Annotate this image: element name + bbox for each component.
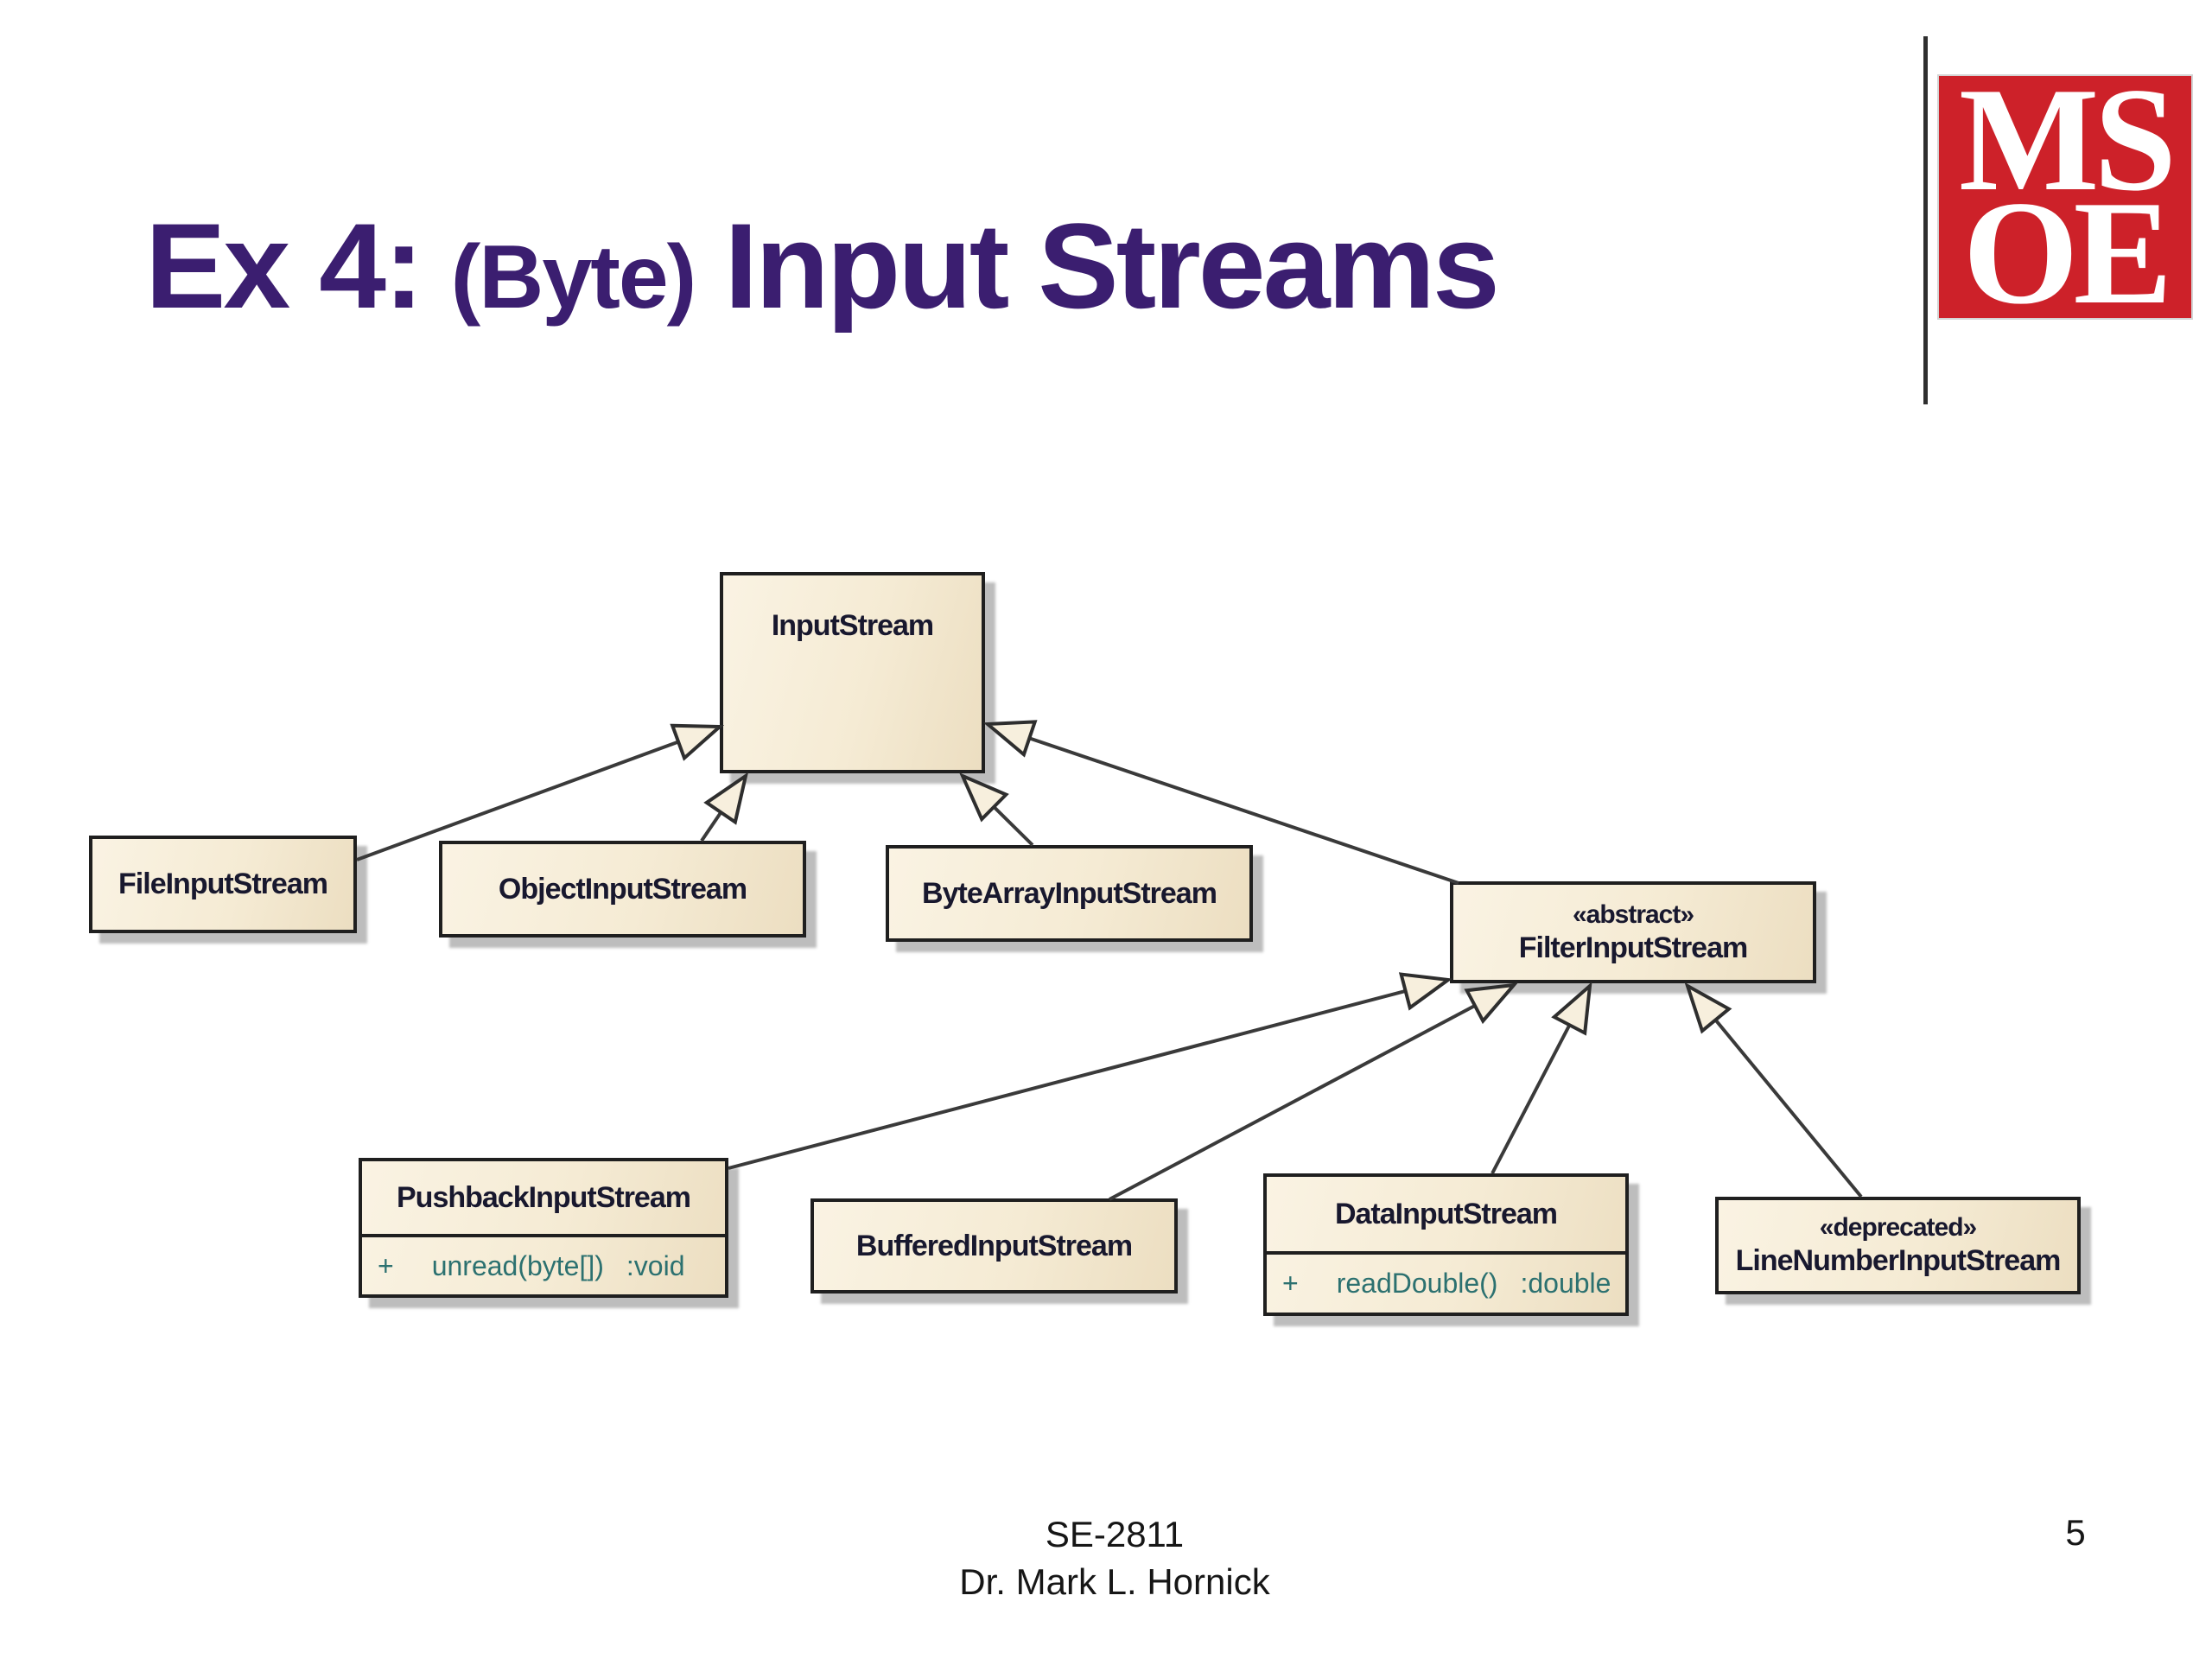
class-name-compartment: PushbackInputStream [362,1161,725,1234]
method-visibility: + [378,1249,394,1281]
class-name-compartment: ByteArrayInputStream [889,849,1249,938]
class-stereotype: «deprecated» [1819,1213,1977,1243]
class-name-compartment: «abstract» FilterInputStream [1453,885,1813,980]
generalization-pushback-to-filter [728,972,1453,1170]
slide-footer: SE-2811 Dr. Mark L. Hornick [890,1510,1339,1606]
class-box-fileinputstream: FileInputStream [89,836,357,933]
class-method-compartment: + unread(byte[]) :void [362,1234,725,1294]
class-box-pushbackinputstream: PushbackInputStream + unread(byte[]) :vo… [359,1158,728,1298]
class-name: ObjectInputStream [498,872,747,906]
method-return-type: :void [626,1249,685,1281]
class-name: DataInputStream [1334,1197,1558,1230]
msoe-logo-line1: MS [1959,58,2177,223]
class-box-bufferedinputstream: BufferedInputStream [810,1198,1178,1294]
vertical-divider [1923,36,1928,404]
class-box-filterinputstream: «abstract» FilterInputStream [1450,881,1816,983]
generalization-linenumber-to-filter [1684,982,1863,1198]
class-box-linenumberinputstream: «deprecated» LineNumberInputStream [1715,1197,2081,1294]
class-name: ByteArrayInputStream [922,876,1217,910]
class-box-bytearrayinputstream: ByteArrayInputStream [886,845,1253,942]
title-prefix: Ex 4: [145,198,424,334]
generalization-file-to-inputstream [356,723,725,861]
footer-course: SE-2811 [1045,1514,1185,1554]
title-suffix: Input Streams [724,198,1500,334]
class-name-compartment: DataInputStream [1267,1177,1625,1251]
footer-author: Dr. Mark L. Hornick [959,1561,1270,1603]
page-title: Ex 4: (Byte) Input Streams [145,198,1500,334]
class-name: PushbackInputStream [397,1180,691,1214]
class-box-inputstream: InputStream [720,572,985,773]
class-method-compartment: + readDouble() :double [1267,1251,1625,1313]
method-return-type: :double [1520,1268,1611,1299]
class-name: FileInputStream [118,868,328,901]
class-name-compartment: «deprecated» LineNumberInputStream [1719,1200,2077,1291]
class-box-objectinputstream: ObjectInputStream [439,841,806,938]
class-name: LineNumberInputStream [1735,1244,2062,1278]
msoe-logo: MS OE [1937,58,2193,335]
class-name: FilterInputStream [1518,931,1748,964]
class-name: BufferedInputStream [855,1229,1133,1262]
class-name: InputStream [771,609,934,642]
msoe-logo-line2: OE [1962,171,2173,335]
class-name-compartment: ObjectInputStream [442,844,803,934]
class-name-compartment: BufferedInputStream [814,1202,1174,1290]
method-signature: unread(byte[]) [431,1249,604,1281]
class-name-compartment: FileInputStream [92,839,353,930]
generalization-object-to-inputstream [700,772,749,842]
class-box-datainputstream: DataInputStream + readDouble() :double [1263,1173,1629,1316]
method-visibility: + [1282,1268,1299,1299]
page-number: 5 [2065,1512,2086,1553]
class-stereotype: «abstract» [1572,899,1694,929]
generalization-bytearray-to-inputstream [959,772,1034,847]
generalization-buffered-to-filter [1109,982,1518,1201]
class-name-compartment: InputStream [723,575,982,643]
title-middle: (Byte) [450,227,697,327]
method-signature: readDouble() [1336,1268,1498,1299]
generalization-data-to-filter [1491,982,1592,1174]
